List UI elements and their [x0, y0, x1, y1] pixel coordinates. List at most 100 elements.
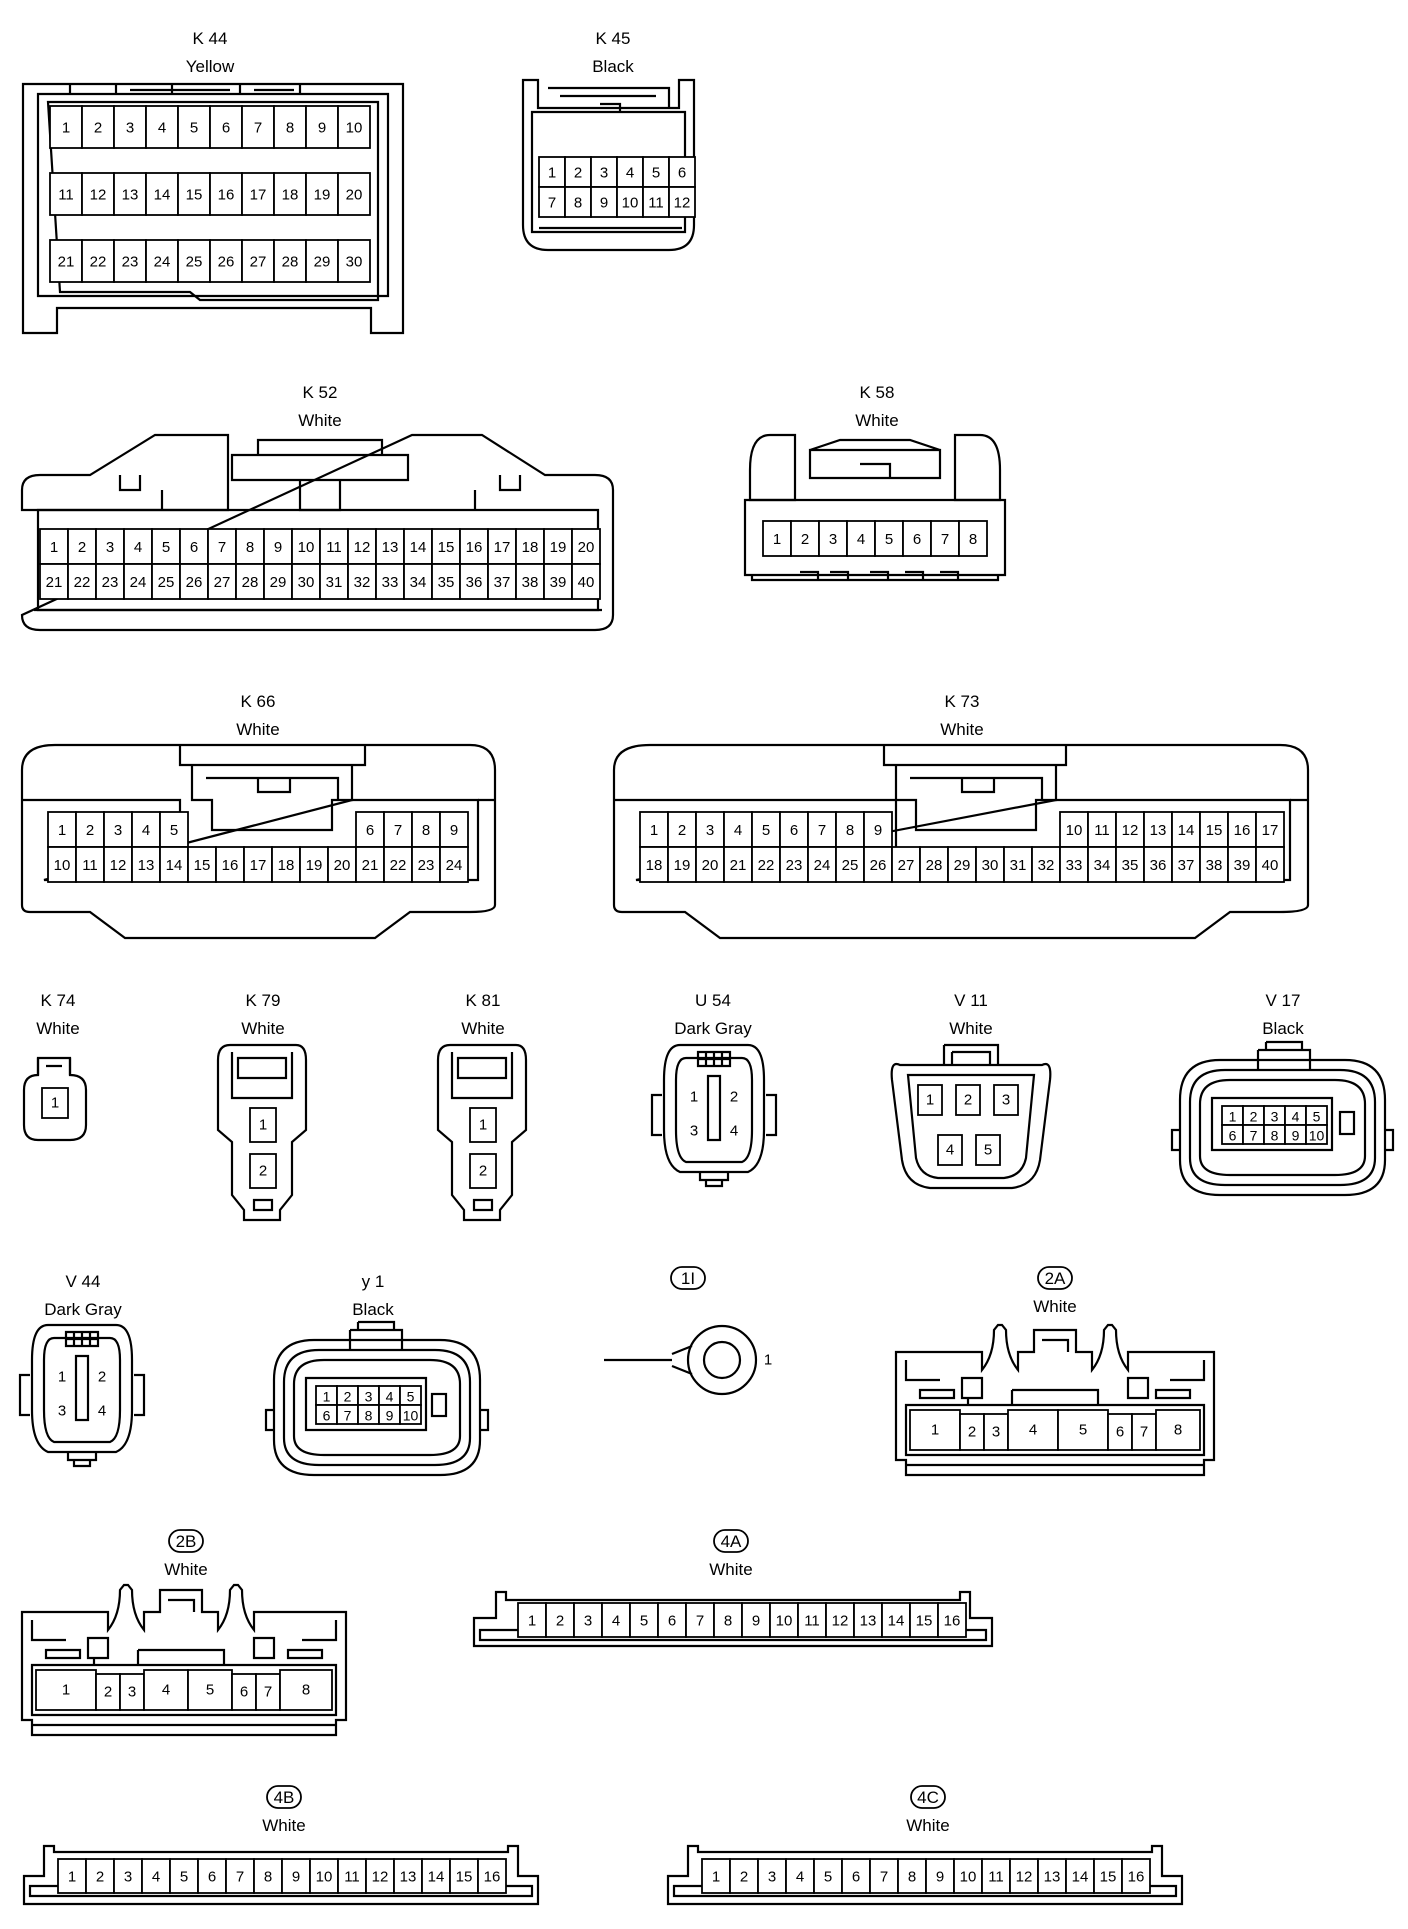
- pin-cell: 3: [590, 156, 618, 188]
- svg-text:2: 2: [479, 1163, 487, 1180]
- pin-label: 36: [1150, 857, 1167, 874]
- pin-label: 8: [1271, 1128, 1279, 1144]
- connector-code: 4A: [721, 1532, 742, 1551]
- pin-cell: 28: [235, 563, 265, 600]
- connector-color: White: [164, 1560, 207, 1579]
- pin-label: 7: [941, 531, 949, 548]
- pin-label: 31: [1010, 857, 1027, 874]
- pin-cell: 10: [1059, 811, 1089, 848]
- svg-text:3: 3: [1002, 1092, 1010, 1109]
- pin-cell: 9: [263, 528, 293, 565]
- pin-label: 6: [323, 1408, 331, 1424]
- pin-label: 1: [712, 1869, 720, 1886]
- connector-v11-housing: 1 2 3 4 5: [890, 1043, 1052, 1190]
- pin-label: 21: [58, 254, 75, 271]
- pin-label: 25: [842, 857, 859, 874]
- connector-code: 4B: [274, 1788, 295, 1807]
- pin-label: 9: [936, 1869, 944, 1886]
- pin-label: 2: [86, 822, 94, 839]
- pin-cell: 4: [145, 105, 179, 149]
- pin-cell: 18: [515, 528, 545, 565]
- pin-cell: 34: [403, 563, 433, 600]
- pin-label: 10: [403, 1408, 419, 1424]
- connector-color: White: [709, 1560, 752, 1579]
- pin-cell: 13: [113, 172, 147, 216]
- pin-label: 31: [326, 574, 343, 591]
- pin-label: 3: [600, 165, 608, 182]
- pin-label: 5: [180, 1869, 188, 1886]
- pin-cell: 5: [169, 1858, 199, 1894]
- svg-text:3: 3: [58, 1403, 66, 1420]
- pin-label: 8: [246, 539, 254, 556]
- pin-label: 6: [222, 120, 230, 137]
- pin-cell: 19: [305, 172, 339, 216]
- pin-cell: 6: [179, 528, 209, 565]
- svg-text:1: 1: [931, 1422, 939, 1439]
- pin-cell: 7: [225, 1858, 255, 1894]
- connector-color: White: [241, 1019, 284, 1038]
- pin-label: 15: [916, 1613, 933, 1630]
- pin-cell: 1: [57, 1858, 87, 1894]
- pin-cell: 25: [151, 563, 181, 600]
- pin-cell: 15: [909, 1602, 939, 1638]
- pin-label: 9: [292, 1869, 300, 1886]
- connector-color: White: [298, 411, 341, 430]
- pin-label: 14: [888, 1613, 905, 1630]
- pin-cell: 35: [1115, 846, 1145, 883]
- pin-cell: 23: [95, 563, 125, 600]
- pin-cell: 6: [841, 1858, 871, 1894]
- pin-cell: 1: [1221, 1105, 1244, 1126]
- pin-label: 8: [422, 822, 430, 839]
- pin-label: 2: [556, 1613, 564, 1630]
- pin-cell: 17: [487, 528, 517, 565]
- pin-cell: 5: [874, 520, 904, 557]
- pin-cell: 3: [95, 528, 125, 565]
- pin-label: 15: [456, 1869, 473, 1886]
- connector-v17-housing: [1170, 1040, 1395, 1197]
- pin-cell: 25: [177, 239, 211, 283]
- pin-label: 5: [162, 539, 170, 556]
- pin-label: 14: [1178, 822, 1195, 839]
- pin-label: 8: [908, 1869, 916, 1886]
- pin-cell: 4: [616, 156, 644, 188]
- connector-color: White: [262, 1816, 305, 1835]
- connector-color: White: [1033, 1297, 1076, 1316]
- pin-cell: 25: [835, 846, 865, 883]
- pin-label: 8: [365, 1408, 373, 1424]
- connector-code: K 52: [303, 383, 338, 402]
- pin-label: 4: [857, 531, 865, 548]
- pin-label: 21: [46, 574, 63, 591]
- connector-color: Black: [592, 57, 634, 76]
- pin-label: 4: [626, 165, 634, 182]
- svg-text:3: 3: [992, 1424, 1000, 1441]
- pin-cell: 26: [179, 563, 209, 600]
- pin-label: 33: [382, 574, 399, 591]
- pin-cell: 22: [751, 846, 781, 883]
- pin-label: 22: [90, 254, 107, 271]
- connector-code: 2B: [176, 1532, 197, 1551]
- pin-cell: 27: [207, 563, 237, 600]
- terminal-1i-pin-label: 1: [764, 1352, 772, 1369]
- pin-label: 6: [1229, 1128, 1237, 1144]
- connector-k81-housing: 1 2: [436, 1043, 528, 1222]
- pin-cell: 5: [813, 1858, 843, 1894]
- pin-label: 7: [254, 120, 262, 137]
- pin-cell: 26: [863, 846, 893, 883]
- pin-cell: 15: [431, 528, 461, 565]
- connector-color: White: [236, 720, 279, 739]
- pin-cell: 38: [515, 563, 545, 600]
- pin-label: 11: [326, 539, 342, 556]
- pin-cell: 16: [1227, 811, 1257, 848]
- pin-cell: 12: [668, 186, 696, 218]
- pin-cell: 12: [81, 172, 115, 216]
- pin-label: 6: [190, 539, 198, 556]
- pin-label: 10: [298, 539, 315, 556]
- pin-label: 9: [274, 539, 282, 556]
- pin-cell: 17: [241, 172, 275, 216]
- pin-label: 4: [796, 1869, 804, 1886]
- pin-cell: 20: [571, 528, 601, 565]
- pin-cell: 4: [1284, 1105, 1307, 1126]
- pin-label: 24: [814, 857, 831, 874]
